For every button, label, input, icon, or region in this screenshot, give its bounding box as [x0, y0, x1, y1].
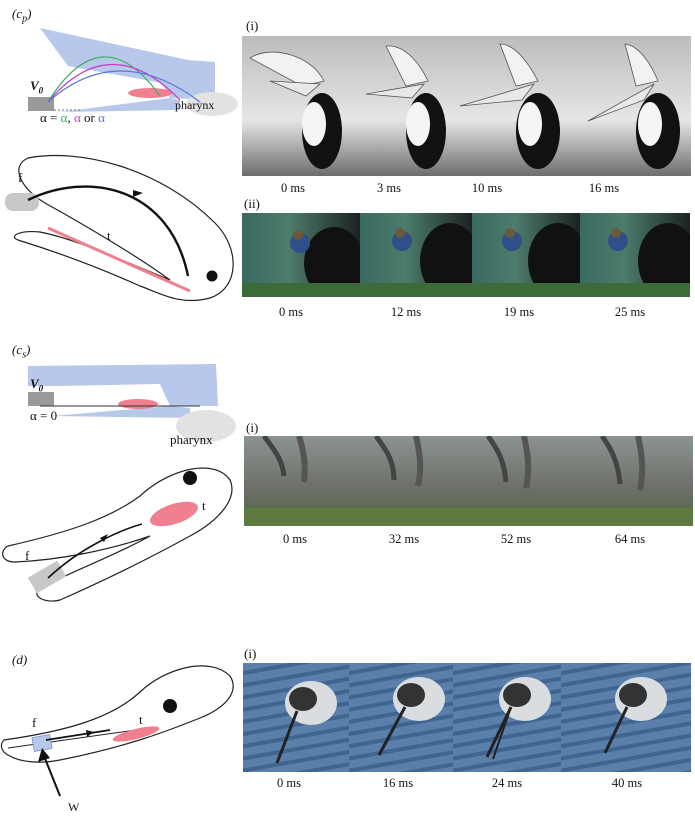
cp-ii-time-4: 25 ms — [590, 305, 670, 320]
d-i-time-2: 16 ms — [358, 776, 438, 791]
cs-alpha-label: α = 0 — [30, 408, 57, 424]
heron-icon — [580, 436, 693, 526]
stilt-bird-icon — [243, 663, 349, 772]
cp-ii-time-1: 0 ms — [251, 305, 331, 320]
d-f-label: f — [32, 715, 36, 731]
cp-trajectory-arrow — [133, 190, 143, 197]
cp-ii-frame-1 — [242, 213, 360, 297]
cp-ii-label: (ii) — [244, 196, 260, 212]
toucan-icon — [346, 36, 450, 176]
d-i-frame-2 — [349, 663, 453, 772]
cp-pharynx-label: pharynx — [175, 98, 214, 113]
d-i-label: (i) — [244, 646, 256, 662]
cp-v0-label: V0 — [30, 78, 43, 96]
cs-i-time-3: 52 ms — [476, 532, 556, 547]
cp-ii-time-3: 19 ms — [479, 305, 559, 320]
cs-i-frame-1 — [244, 436, 358, 526]
cp-i-frame-2 — [346, 36, 450, 176]
cp-ii-time-2: 12 ms — [366, 305, 446, 320]
cs-i-label: (i) — [246, 420, 258, 436]
heron-icon — [244, 436, 358, 526]
cp-i-time-4: 16 ms — [564, 181, 644, 196]
cs-f-label: f — [25, 548, 29, 564]
cs-i-photo-strip — [244, 436, 693, 526]
cassowary-icon — [580, 213, 690, 297]
cp-food-item — [5, 193, 39, 211]
cp-eye — [207, 271, 218, 282]
d-w-arrow-shaft — [44, 756, 60, 796]
cs-t-label: t — [202, 498, 206, 514]
cs-upper-beak — [28, 364, 218, 406]
cp-tongue-line — [48, 228, 190, 291]
cs-eye — [183, 471, 197, 485]
toucan-icon — [242, 36, 346, 176]
cp-ii-frame-4 — [580, 213, 690, 297]
cp-ii-photo-strip — [242, 213, 690, 297]
cp-i-label: (i) — [246, 18, 258, 34]
cp-i-time-2: 3 ms — [349, 181, 429, 196]
cs-i-frame-4 — [580, 436, 693, 526]
d-i-frame-3 — [453, 663, 561, 772]
cp-i-frame-4 — [570, 36, 691, 176]
cp-alpha-legend: α = α, α or α — [40, 110, 105, 126]
cassowary-icon — [242, 213, 360, 297]
cassowary-icon — [360, 213, 472, 297]
cp-t-label: t — [107, 228, 111, 244]
cp-head-outline — [14, 156, 233, 301]
toucan-icon — [450, 36, 570, 176]
heron-icon — [468, 436, 580, 526]
cp-f-label: f — [18, 170, 22, 186]
cs-v0-label: V0 — [30, 376, 43, 394]
cp-i-frame-3 — [450, 36, 570, 176]
cs-i-time-1: 0 ms — [255, 532, 335, 547]
d-i-time-3: 24 ms — [467, 776, 547, 791]
cs-tongue — [118, 399, 158, 409]
d-i-time-4: 40 ms — [587, 776, 667, 791]
cp-i-frame-1 — [242, 36, 346, 176]
cs-food-item — [28, 561, 66, 594]
d-i-photo-strip — [243, 663, 691, 772]
d-i-time-1: 0 ms — [249, 776, 329, 791]
cs-i-time-4: 64 ms — [590, 532, 670, 547]
cp-tongue — [128, 88, 172, 98]
stilt-bird-icon — [349, 663, 453, 772]
cp-ii-frame-2 — [360, 213, 472, 297]
stilt-bird-icon — [453, 663, 561, 772]
stilt-bird-icon — [561, 663, 691, 772]
cs-pharynx-label: pharynx — [170, 432, 213, 448]
cp-i-time-3: 10 ms — [447, 181, 527, 196]
cassowary-icon — [472, 213, 580, 297]
cp-ii-frame-3 — [472, 213, 580, 297]
cs-i-frame-3 — [468, 436, 580, 526]
panel-label-cs: (cs) — [12, 342, 30, 361]
d-i-frame-4 — [561, 663, 691, 772]
cp-head-diagram — [0, 148, 240, 306]
cs-food-block — [28, 392, 54, 406]
d-eye — [163, 699, 177, 713]
heron-icon — [358, 436, 468, 526]
cs-i-time-2: 32 ms — [364, 532, 444, 547]
cs-i-frame-2 — [358, 436, 468, 526]
cs-head-diagram — [0, 458, 240, 608]
cp-i-photo-strip — [242, 36, 691, 176]
d-i-frame-1 — [243, 663, 349, 772]
cs-tongue-blob — [147, 497, 201, 531]
cp-i-time-1: 0 ms — [253, 181, 333, 196]
toucan-icon — [570, 36, 691, 176]
d-t-label: t — [139, 712, 143, 728]
d-w-label: W — [68, 800, 79, 815]
cs-lower-beak — [52, 406, 190, 418]
